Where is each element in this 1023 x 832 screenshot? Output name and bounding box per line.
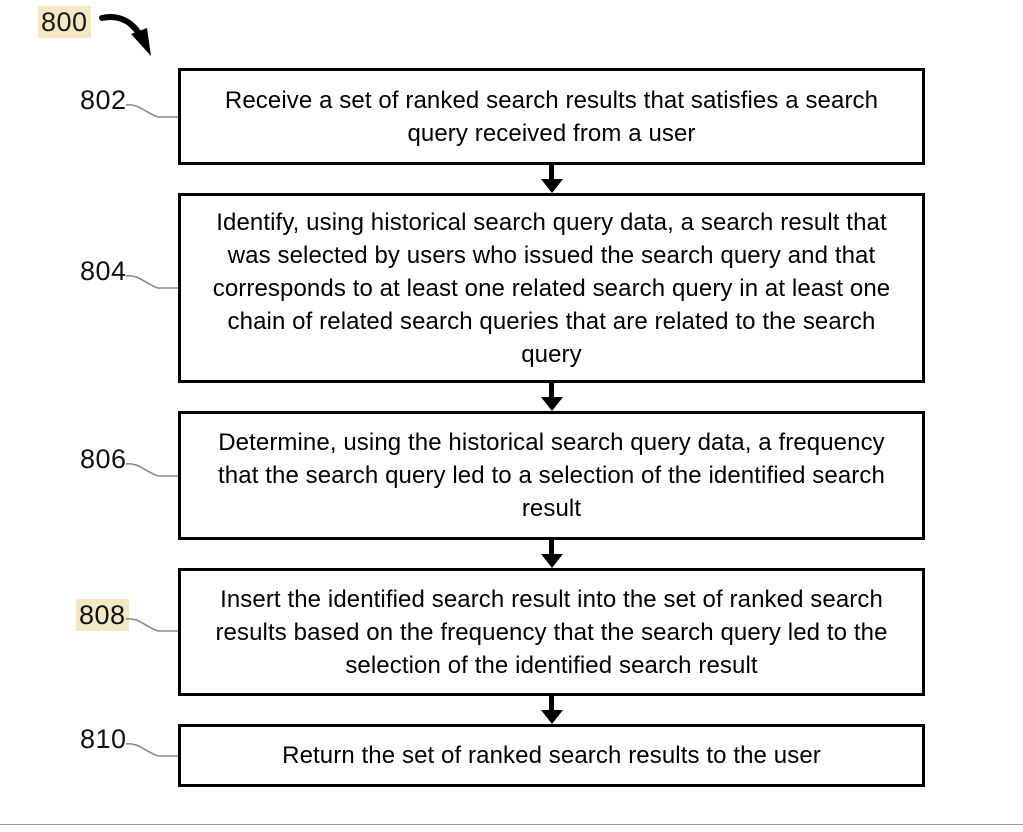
leader-line-806 [125, 462, 178, 477]
page-bottom-rule [0, 824, 1023, 825]
reference-numeral-804: 804 [80, 256, 127, 286]
process-box-808[interactable]: Insert the identified search result into… [178, 568, 925, 696]
connector-804-806 [540, 383, 564, 411]
process-box-804-text: Identify, using historical search query … [212, 208, 891, 368]
process-box-802-text: Receive a set of ranked search results t… [224, 86, 879, 147]
process-box-810[interactable]: Return the set of ranked search results … [178, 724, 925, 787]
process-box-804[interactable]: Identify, using historical search query … [178, 193, 925, 383]
process-box-810-text: Return the set of ranked search results … [282, 742, 821, 769]
leader-line-802 [125, 103, 178, 118]
reference-numeral-808: 808 [76, 599, 129, 631]
process-box-802[interactable]: Receive a set of ranked search results t… [178, 68, 925, 165]
process-box-806[interactable]: Determine, using the historical search q… [178, 411, 925, 540]
connector-802-804 [540, 165, 564, 193]
figure-number-label: 800 [38, 6, 91, 38]
reference-numeral-802: 802 [80, 85, 127, 115]
process-box-808-text: Insert the identified search result into… [215, 585, 888, 679]
leader-line-810 [125, 742, 178, 757]
reference-numeral-810: 810 [80, 724, 127, 754]
connector-808-810 [540, 696, 564, 724]
curved-arrow-icon [99, 14, 151, 56]
process-box-806-text: Determine, using the historical search q… [218, 429, 885, 522]
connector-806-808 [540, 540, 564, 568]
reference-numeral-806: 806 [80, 444, 127, 474]
leader-line-804 [125, 274, 178, 289]
leader-line-808 [125, 617, 178, 632]
